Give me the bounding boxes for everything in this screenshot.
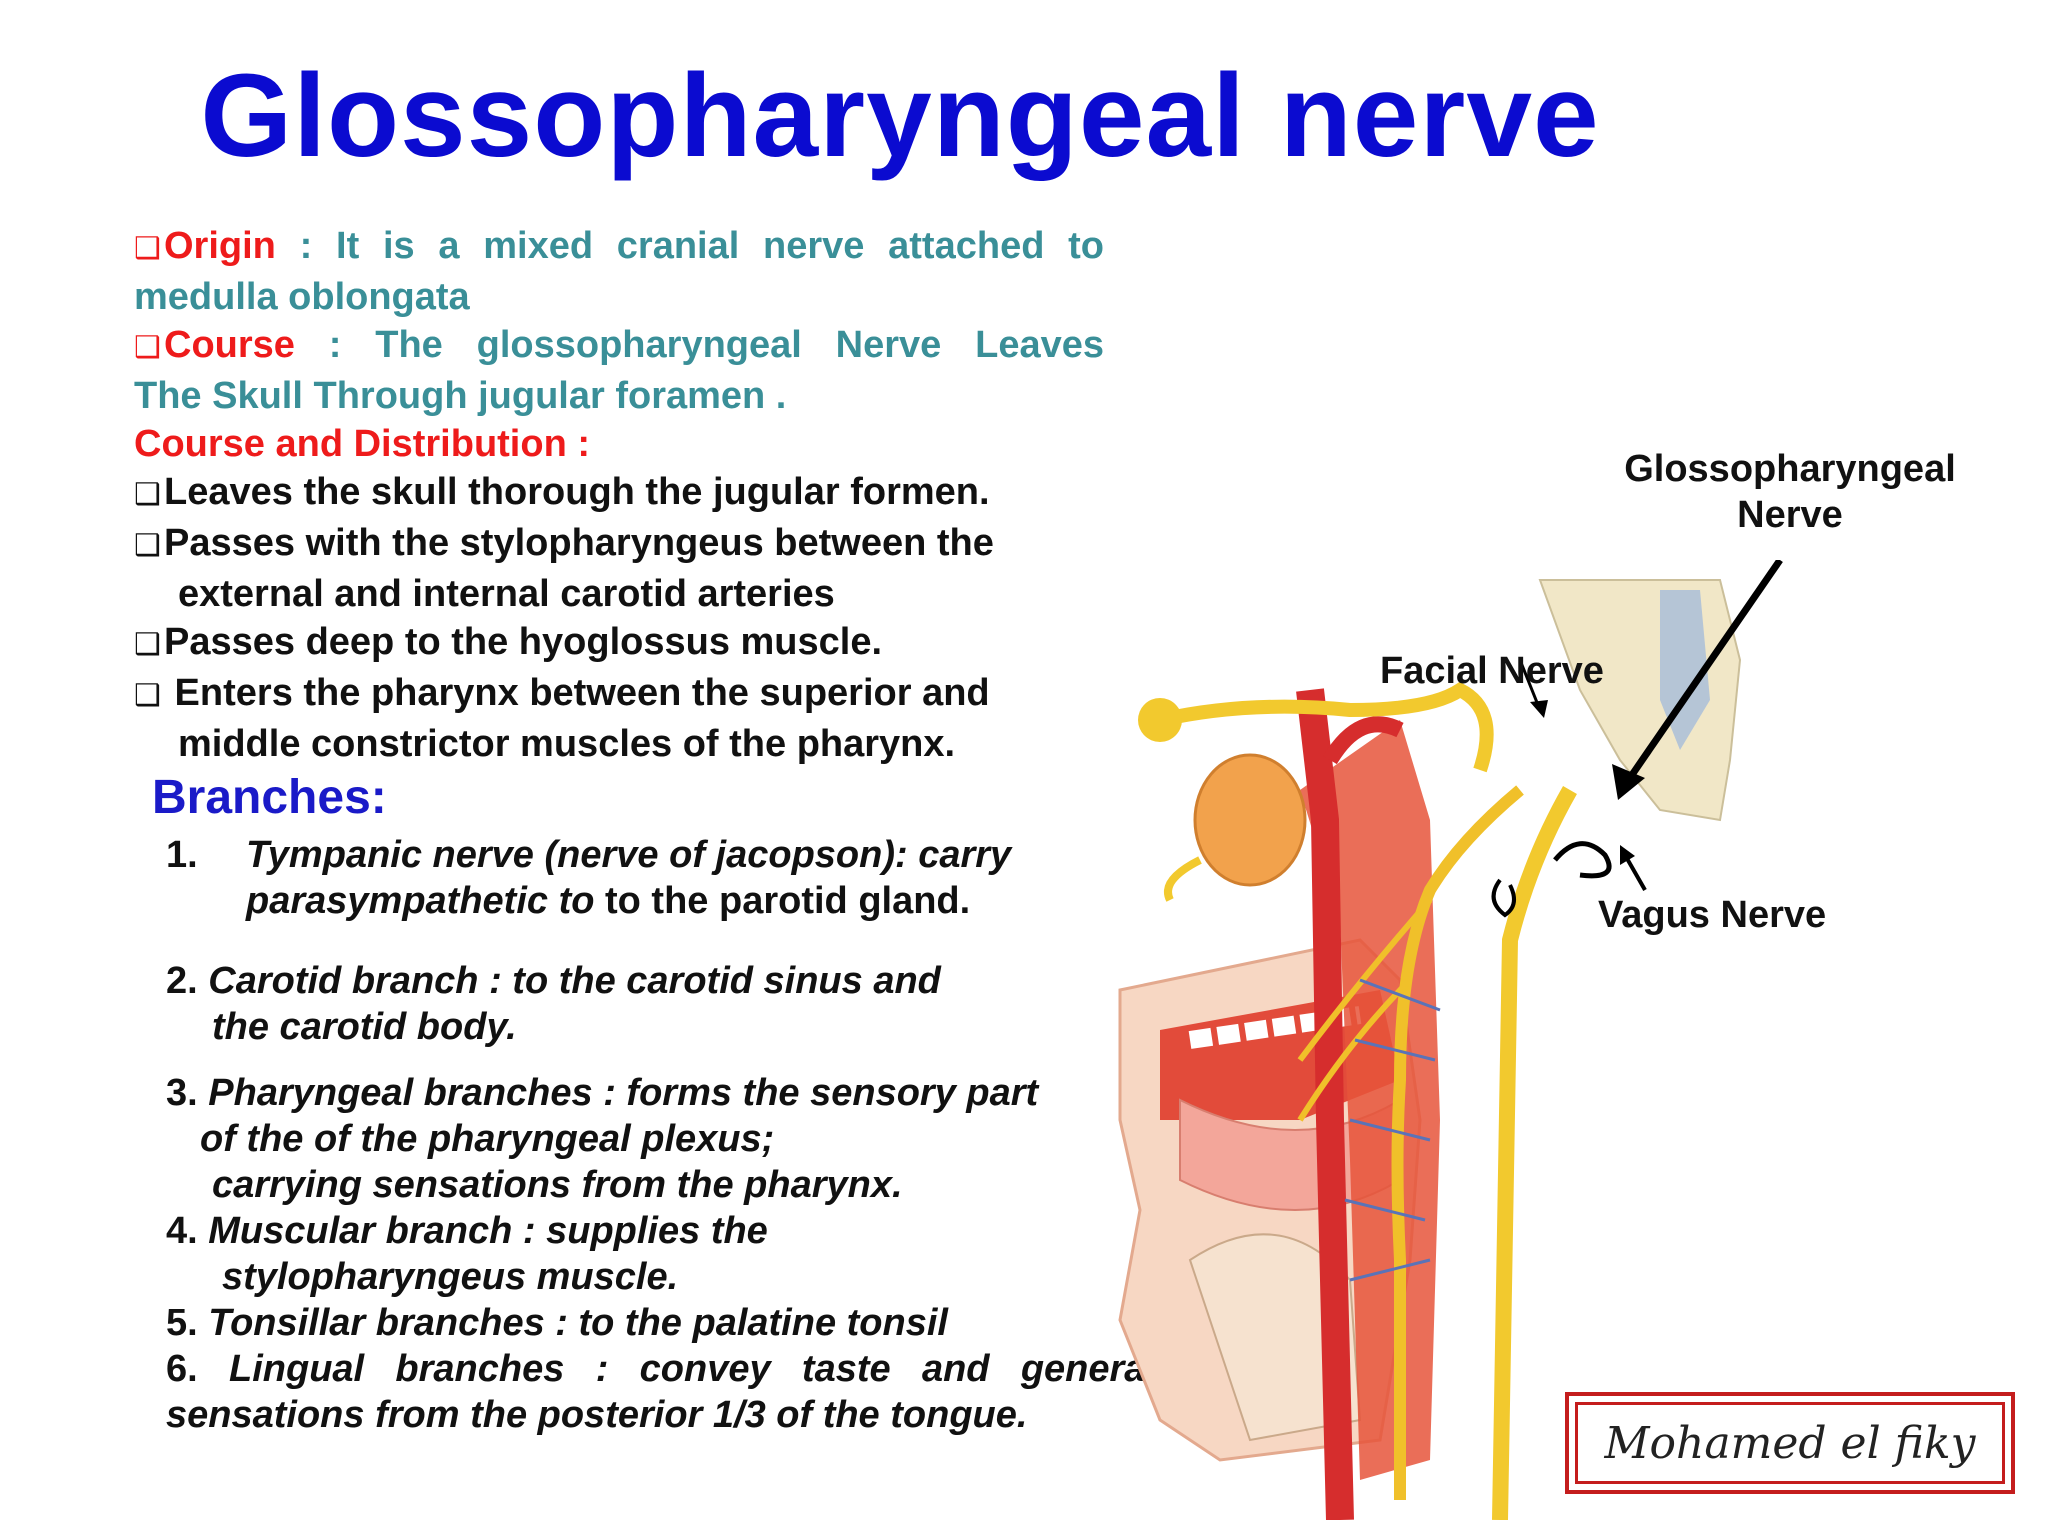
label-facial-nerve: Facial Nerve: [1380, 650, 1604, 692]
carotid-artery-branch: [1323, 716, 1404, 765]
glossopharyngeal-nerve-path: [1391, 785, 1524, 1500]
nerve-branch: [1164, 856, 1202, 902]
point-4: ❑ Enters the pharynx between the superio…: [134, 669, 1104, 720]
loop-marker: [1553, 841, 1612, 879]
vagus-nerve-path: [1492, 786, 1577, 1520]
origin-text-cont: medulla oblongata: [134, 276, 470, 318]
ganglion: [1138, 698, 1182, 742]
course-line: ❑Course : The glossopharyngeal Nerve Lea…: [134, 321, 1104, 372]
point-1: ❑Leaves the skull thorough the jugular f…: [134, 468, 1104, 519]
distribution-heading: Course and Distribution :: [134, 423, 590, 465]
anatomy-illustration: [1118, 560, 1783, 1520]
facial-arrowhead-icon: [1530, 700, 1548, 718]
origin-line: ❑Origin : It is a mixed cranial nerve at…: [134, 222, 1104, 273]
signature-box: Mohamed el fiky: [1565, 1392, 2015, 1494]
course-label: Course: [164, 324, 295, 366]
intro-section: ❑Origin : It is a mixed cranial nerve at…: [134, 222, 1104, 768]
branch-item-3: 3. Pharyngeal branches : forms the senso…: [166, 1072, 1039, 1206]
branch-item-6: 6. Lingual branches : convey taste and g…: [166, 1348, 1156, 1436]
point-2: ❑Passes with the stylopharyngeus between…: [134, 519, 1104, 570]
branch-text: to the parotid gland.: [594, 880, 971, 922]
course-text: : The glossopharyngeal Nerve Leaves: [328, 324, 1104, 366]
plexus-lines: [1344, 978, 1441, 1282]
facial-nerve-path: [1158, 681, 1494, 773]
carotid-artery: [1296, 688, 1354, 1520]
point-4-cont: middle constrictor muscles of the pharyn…: [178, 723, 956, 765]
checkbox-bullet-icon: ❑: [134, 627, 161, 662]
label-vagus-nerve: Vagus Nerve: [1598, 894, 1827, 936]
vagus-arrow: [1623, 854, 1647, 891]
slide-title: Glossopharyngeal nerve: [200, 50, 1600, 182]
checkbox-bullet-icon: ❑: [134, 678, 161, 713]
glosso-arrow: [1622, 560, 1783, 787]
checkbox-bullet-icon: ❑: [134, 330, 161, 365]
branch-item-5: 5. Tonsillar branches : to the palatine …: [166, 1302, 948, 1344]
origin-label: Origin: [164, 225, 276, 267]
parotid-gland: [1193, 753, 1307, 887]
vagus-arrowhead-icon: [1620, 845, 1635, 865]
signature-text: Mohamed el fiky: [1575, 1402, 2005, 1484]
loop-marker: [1491, 878, 1516, 918]
course-text-cont: The Skull Through jugular foramen .: [134, 375, 787, 417]
branch-text: Tympanic nerve (nerve of jacopson): carr…: [246, 834, 1012, 876]
checkbox-bullet-icon: ❑: [134, 528, 161, 563]
origin-text: : It is a mixed cranial nerve attached t…: [299, 225, 1105, 267]
point-2-cont: external and internal carotid arteries: [178, 573, 835, 615]
branch-item-2: 2. Carotid branch : to the carotid sinus…: [166, 960, 941, 1048]
branch-number: 1.: [166, 834, 198, 876]
branch-item-1: 1. Tympanic nerve (nerve of jacopson): c…: [166, 832, 1156, 924]
checkbox-bullet-icon: ❑: [134, 231, 161, 266]
mandible: [1188, 1233, 1362, 1442]
branches-list: 1. Tympanic nerve (nerve of jacopson): c…: [166, 832, 1156, 1438]
branch-item-4: 4. Muscular branch : supplies the stylop…: [166, 1210, 768, 1298]
branch-text: parasympathetic to: [246, 880, 595, 922]
branches-heading: Branches:: [152, 771, 387, 824]
glosso-arrowhead-icon: [1612, 764, 1645, 800]
point-3: ❑Passes deep to the hyoglossus muscle.: [134, 618, 1104, 669]
checkbox-bullet-icon: ❑: [134, 477, 161, 512]
